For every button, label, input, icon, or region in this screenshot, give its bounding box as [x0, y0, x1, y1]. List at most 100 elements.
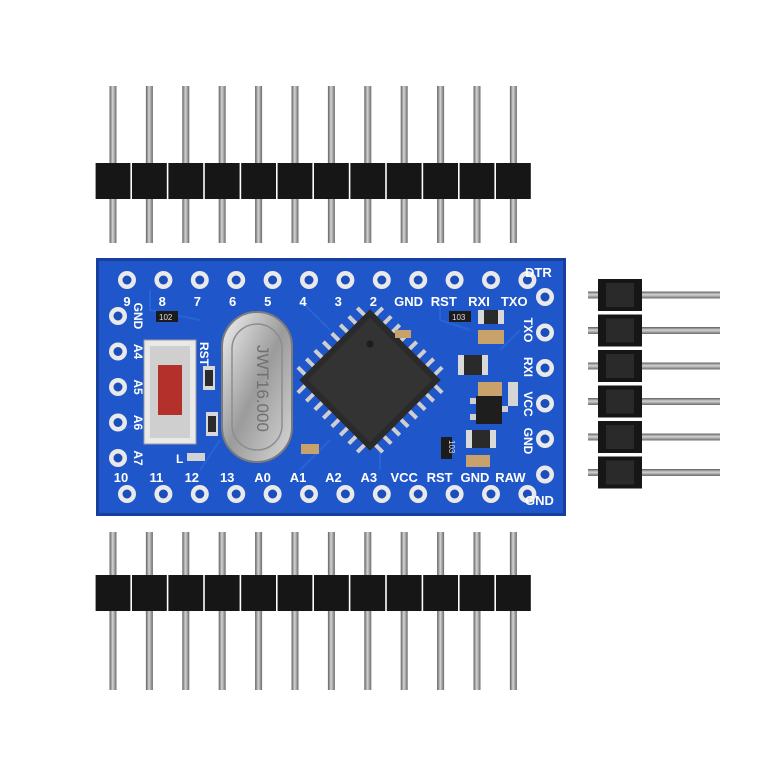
- right-angle-header-pins: [588, 291, 720, 476]
- pad-hole: [113, 382, 123, 392]
- bottom-header-plastic: [95, 575, 531, 611]
- bottom-pin-label: GND: [461, 470, 490, 485]
- chip-leg: [398, 416, 410, 429]
- top-pin-label: 5: [264, 294, 271, 309]
- bottom-pin-label: RST: [427, 470, 453, 485]
- chip-leg: [304, 357, 317, 369]
- pad-hole: [113, 347, 123, 356]
- pad-hole: [450, 275, 460, 285]
- pad-hole: [113, 418, 123, 427]
- crystal-marking: JWT16.000: [253, 345, 272, 432]
- header-block: [459, 575, 495, 611]
- chip-leg: [355, 442, 368, 454]
- pad-hole: [540, 363, 550, 373]
- right-pin-label: TXO: [521, 318, 535, 343]
- header-block: [241, 575, 276, 611]
- chip-leg: [423, 391, 436, 403]
- corner-gnd-label: GND: [525, 493, 554, 508]
- header-block: [350, 575, 386, 611]
- top-pin-label: 9: [123, 294, 130, 309]
- header-block: [459, 163, 495, 199]
- top-pin-label: 2: [370, 294, 377, 309]
- left-pin-label: A6: [131, 415, 145, 431]
- left-pin-label: A7: [131, 450, 145, 466]
- chip-leg: [296, 382, 308, 395]
- pad-hole: [522, 489, 532, 499]
- pad-hole: [158, 275, 168, 285]
- led-l-label: L: [176, 452, 183, 466]
- chip-leg: [330, 331, 342, 344]
- pcb-traces: [119, 290, 521, 471]
- chip-leg: [432, 365, 444, 378]
- chip-leg: [372, 442, 385, 454]
- pad-hole: [540, 292, 550, 302]
- pad-hole: [486, 275, 496, 285]
- right-angle-block-face: [606, 283, 634, 307]
- header-block: [496, 163, 531, 199]
- resistor-103b-marking: 103: [447, 440, 456, 454]
- pad-hole: [113, 453, 123, 463]
- header-block: [496, 575, 531, 611]
- right-pin-label: RXI: [521, 357, 535, 377]
- top-pin-label: TXO: [501, 294, 528, 309]
- pad-hole: [377, 489, 387, 499]
- pad-hole: [450, 489, 460, 499]
- pad-hole: [540, 399, 550, 408]
- left-pin-label: GND: [131, 303, 145, 330]
- dtr-label: DTR: [525, 265, 552, 280]
- right-pin-label: GND: [521, 428, 535, 455]
- header-block: [132, 163, 167, 199]
- pad-hole: [122, 275, 132, 285]
- pad-hole: [340, 489, 350, 499]
- chip-leg: [423, 357, 436, 369]
- header-block: [386, 575, 422, 611]
- top-pin-label: 3: [335, 294, 342, 309]
- header-block: [168, 163, 204, 199]
- bottom-pin-label: A3: [360, 470, 377, 485]
- left-pin-label: A5: [131, 379, 145, 395]
- pad-hole: [540, 470, 550, 479]
- right-angle-pin: [588, 433, 720, 441]
- header-block: [95, 575, 131, 611]
- bottom-pin-label: A2: [325, 470, 342, 485]
- right-angle-pin: [588, 291, 720, 299]
- bottom-pin-label: RAW: [495, 470, 526, 485]
- header-block: [95, 163, 131, 199]
- top-pin-label: RXI: [468, 294, 490, 309]
- reset-button: [143, 339, 197, 445]
- header-block: [132, 575, 167, 611]
- bottom-pin-label: 12: [185, 470, 199, 485]
- voltage-regulator: [476, 396, 502, 424]
- bottom-pin-header: [95, 532, 531, 690]
- top-pin-header: [95, 86, 531, 243]
- bottom-pin-label: VCC: [390, 470, 418, 485]
- top-pin-label: 8: [159, 294, 166, 309]
- chip-leg: [321, 340, 334, 352]
- resistor-102-marking: 102: [159, 313, 173, 322]
- pad-hole: [377, 275, 387, 285]
- header-block: [314, 575, 349, 611]
- chip-leg: [381, 314, 393, 327]
- pad-hole: [486, 489, 496, 499]
- chip-leg: [432, 382, 444, 395]
- header-block: [423, 163, 458, 199]
- right-pin-label: VCC: [521, 391, 535, 417]
- chip-leg: [347, 433, 359, 446]
- header-block: [277, 575, 313, 611]
- top-pin-label: 4: [299, 294, 307, 309]
- chip-leg: [406, 408, 419, 420]
- pad-hole: [522, 275, 532, 285]
- header-block: [168, 575, 204, 611]
- right-angle-pin: [588, 469, 720, 476]
- pad-hole: [268, 489, 278, 499]
- right-angle-pin: [588, 398, 720, 405]
- header-block: [314, 163, 349, 199]
- header-block: [241, 163, 276, 199]
- header-block: [423, 575, 458, 611]
- right-angle-block-face: [606, 354, 634, 378]
- chip-leg: [304, 391, 317, 403]
- pad-hole: [231, 489, 241, 499]
